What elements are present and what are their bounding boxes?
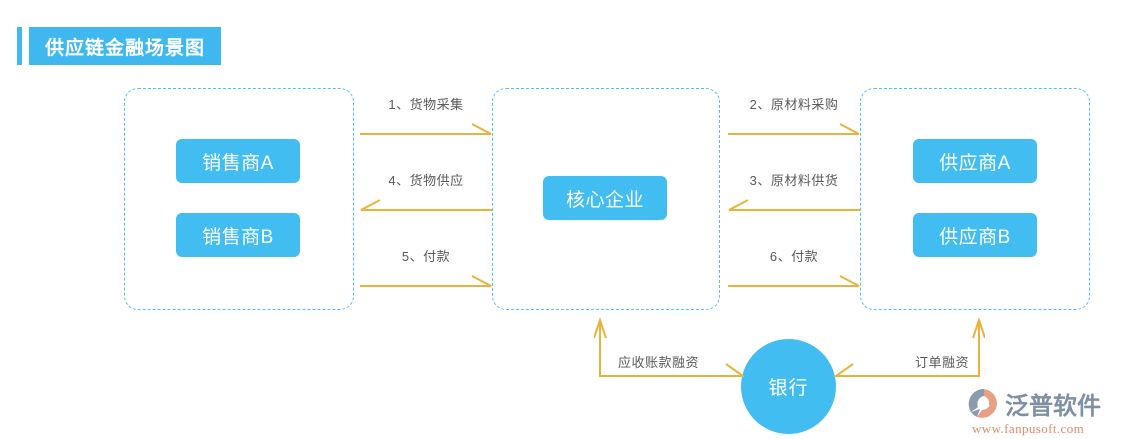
flow-arrow-1: 1、货物采集 [360, 94, 492, 138]
flow-arrow-4: 4、货物供应 [360, 170, 492, 214]
flow-label-6: 6、付款 [769, 249, 819, 264]
bank-flow-label-order: 订单融资 [914, 355, 969, 370]
bank-flow-order: 订单融资 [833, 318, 985, 390]
elbow-arrow-up-left-icon [594, 318, 744, 377]
fanpu-logo-icon [968, 388, 998, 418]
flow-label-4: 4、货物供应 [388, 173, 464, 188]
logo-url: www.fanpusoft.com [972, 421, 1085, 436]
logo-name: 泛普软件 [1005, 393, 1101, 420]
node-sales-b[interactable]: 销售商B [176, 213, 300, 257]
page-title-label: 供应链金融场景图 [29, 27, 222, 65]
node-supplier-a[interactable]: 供应商A [913, 139, 1037, 183]
brand-logo: 泛普软件 www.fanpusoft.com [968, 386, 1118, 436]
flow-arrow-6: 6、付款 [728, 246, 860, 290]
arrow-left-icon [728, 199, 860, 211]
flow-label-2: 2、原材料采购 [749, 97, 839, 112]
bank-flow-label-receivable: 应收账款融资 [618, 355, 700, 370]
flow-arrow-5: 5、付款 [360, 246, 492, 290]
flow-label-5: 5、付款 [401, 249, 451, 264]
elbow-arrow-up-right-icon [833, 318, 985, 377]
title-accent-bar [17, 27, 22, 65]
title-gap [22, 27, 29, 65]
flow-arrow-2: 2、原材料采购 [728, 94, 860, 138]
node-supplier-b[interactable]: 供应商B [913, 213, 1037, 257]
arrow-right-icon [728, 123, 860, 135]
arrow-right-icon [360, 275, 492, 287]
bank-flow-receivable: 应收账款融资 [594, 318, 744, 390]
arrow-left-icon [360, 199, 492, 211]
node-bank[interactable]: 银行 [741, 339, 836, 434]
node-core-enterprise[interactable]: 核心企业 [543, 176, 667, 220]
supplier-group [860, 88, 1090, 310]
flow-arrow-3: 3、原材料供货 [728, 170, 860, 214]
flow-label-3: 3、原材料供货 [749, 173, 839, 188]
node-sales-a[interactable]: 销售商A [176, 139, 300, 183]
flow-label-1: 1、货物采集 [388, 97, 464, 112]
logo-row: 泛普软件 [968, 386, 1118, 421]
sales-group [124, 88, 354, 310]
arrow-right-icon [360, 123, 492, 135]
arrow-right-icon [728, 275, 860, 287]
page-title: 供应链金融场景图 [17, 27, 222, 65]
